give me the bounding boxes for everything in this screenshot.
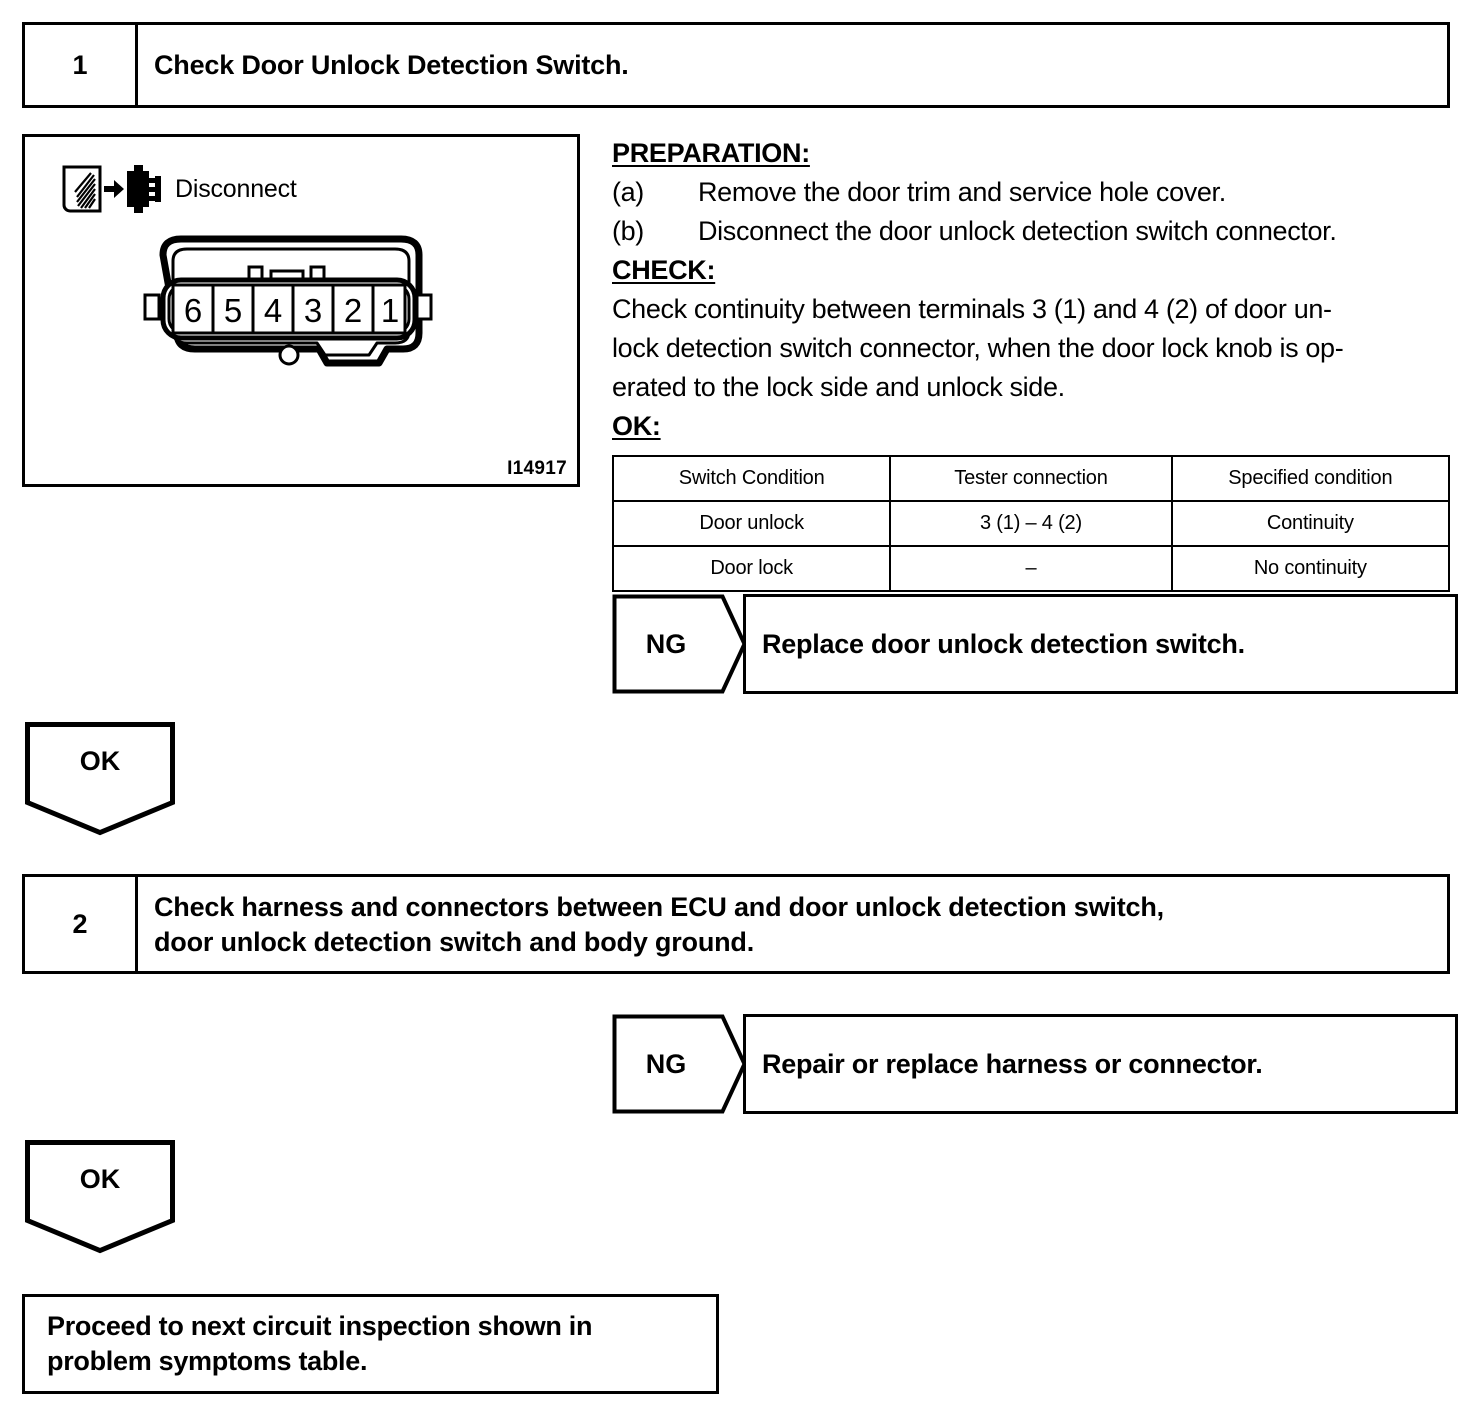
step-2-title: Check harness and connectors between ECU…: [138, 877, 1447, 971]
prep-item-a: (a) Remove the door trim and service hol…: [612, 173, 1457, 212]
cell-specified-condition-2: No continuity: [1170, 545, 1451, 592]
connector-drawing: 6 5 4 3 2 1: [125, 233, 455, 398]
figure-id-label: I14917: [507, 458, 567, 479]
ng-label-2: NG: [645, 1048, 687, 1079]
table-header-row: Switch Condition Tester connection Speci…: [611, 455, 1451, 502]
step-1-header: 1 Check Door Unlock Detection Switch.: [22, 22, 1450, 108]
check-paragraph: Check continuity between terminals 3 (1)…: [612, 290, 1457, 407]
ng-message-2: Repair or replace harness or connector.: [743, 1014, 1458, 1114]
table-header-specified-condition: Specified condition: [1170, 455, 1451, 502]
connector-pin-2: 2: [344, 292, 362, 329]
ng-label-1: NG: [645, 628, 687, 659]
table-row: Door lock – No continuity: [611, 545, 1451, 592]
cell-tester-connection-2: –: [889, 545, 1173, 592]
cell-specified-condition-1: Continuity: [1170, 500, 1451, 547]
step-2-title-line-2: door unlock detection switch and body gr…: [154, 926, 755, 957]
step-2-number: 2: [25, 877, 138, 971]
connector-figure-panel: Disconnect: [22, 134, 580, 487]
connector-pin-3: 3: [304, 292, 322, 329]
check-heading: CHECK:: [612, 255, 716, 286]
table-header-switch-condition: Switch Condition: [611, 455, 892, 502]
prep-item-a-marker: (a): [612, 176, 644, 207]
ng-result-row-2: NG Repair or replace harness or connecto…: [612, 1014, 1458, 1114]
cell-switch-condition-2: Door lock: [611, 545, 892, 592]
prep-item-b: (b) Disconnect the door unlock detection…: [612, 212, 1457, 251]
table-header-tester-connection: Tester connection: [889, 455, 1173, 502]
disconnect-label: Disconnect: [175, 174, 297, 203]
ng-arrow-tag-2: NG: [612, 1014, 747, 1114]
connector-pin-5: 5: [224, 292, 242, 329]
ok-heading: OK:: [612, 411, 661, 442]
prep-item-b-marker: (b): [612, 216, 644, 247]
check-line-3: erated to the lock side and unlock side.: [612, 372, 1065, 403]
step-2-title-line-1: Check harness and connectors between ECU…: [154, 892, 1164, 922]
proceed-next-inspection-box: Proceed to next circuit inspection shown…: [22, 1294, 719, 1394]
disconnect-icon: [61, 163, 161, 215]
ng-arrow-tag-1: NG: [612, 594, 747, 694]
preparation-heading: PREPARATION:: [612, 138, 810, 168]
ok-arrow-1: OK: [25, 722, 175, 837]
check-line-2: lock detection switch connector, when th…: [612, 333, 1344, 364]
cell-tester-connection-1: 3 (1) – 4 (2): [889, 500, 1173, 547]
proceed-line-2: problem symptoms table.: [47, 1345, 368, 1376]
table-row: Door unlock 3 (1) – 4 (2) Continuity: [611, 500, 1451, 547]
check-line-1: Check continuity between terminals 3 (1)…: [612, 294, 1332, 325]
procedure-text-column: PREPARATION: (a) Remove the door trim an…: [612, 134, 1457, 446]
ok-label-1: OK: [79, 745, 121, 776]
connector-pin-6: 6: [184, 292, 202, 329]
ok-label-2: OK: [79, 1163, 121, 1194]
step-1-number: 1: [25, 25, 138, 105]
step-2-header: 2 Check harness and connectors between E…: [22, 874, 1450, 974]
ng-result-row-1: NG Replace door unlock detection switch.: [612, 594, 1458, 694]
step-1-title: Check Door Unlock Detection Switch.: [154, 49, 629, 80]
prep-item-b-text: Disconnect the door unlock detection swi…: [698, 216, 1337, 247]
specified-condition-table: Switch Condition Tester connection Speci…: [611, 455, 1451, 592]
prep-item-a-text: Remove the door trim and service hole co…: [698, 176, 1226, 207]
proceed-line-1: Proceed to next circuit inspection shown…: [47, 1311, 593, 1341]
cell-switch-condition-1: Door unlock: [611, 500, 892, 547]
connector-pin-4: 4: [264, 292, 282, 329]
ng-message-1: Replace door unlock detection switch.: [743, 594, 1458, 694]
connector-pin-1: 1: [381, 292, 399, 329]
disconnect-indicator: Disconnect: [61, 163, 297, 215]
ok-arrow-2: OK: [25, 1140, 175, 1255]
